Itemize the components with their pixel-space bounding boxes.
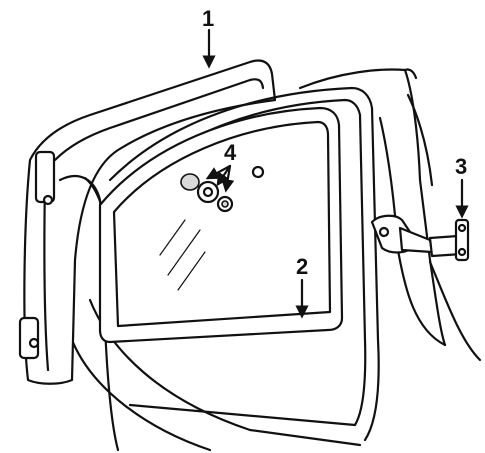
- frame-stud-upper: [42, 194, 54, 206]
- window-frame-part-1: [18, 59, 277, 385]
- frame-mount-lower: [18, 316, 40, 360]
- callout-4: 4: [224, 140, 237, 165]
- callout-2: 2: [296, 254, 308, 279]
- fastener-bolt: [180, 173, 200, 191]
- callout-arrows: [202, 28, 469, 319]
- fasteners-part-4: [180, 173, 234, 213]
- glass-panel-part-2: [98, 106, 344, 344]
- callout-1: 1: [202, 6, 214, 31]
- frame-stud-lower: [28, 337, 40, 349]
- latch-part-3: [370, 214, 470, 262]
- frame-mount-upper: [34, 150, 56, 204]
- glass-hole: [251, 165, 265, 179]
- callout-3: 3: [455, 154, 467, 179]
